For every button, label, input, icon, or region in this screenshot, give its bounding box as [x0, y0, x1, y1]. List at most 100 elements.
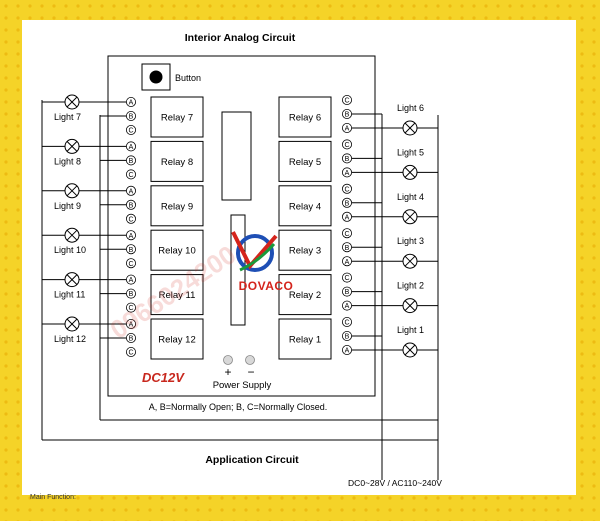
light-label: Light 10: [54, 245, 86, 255]
light-label: Light 8: [54, 156, 81, 166]
supply-wiring: [41, 100, 439, 480]
lamp-icon-cross: [66, 229, 78, 241]
terminal[interactable]: [126, 169, 137, 180]
terminal-label: A: [129, 277, 134, 284]
terminal[interactable]: [341, 228, 352, 239]
terminal-label: B: [345, 112, 350, 119]
terminal[interactable]: [341, 95, 352, 106]
minus-sign: −: [247, 365, 254, 379]
terminal[interactable]: [341, 272, 352, 283]
interior-title: Interior Analog Circuit: [185, 32, 296, 44]
lamp-icon-cross: [404, 122, 416, 134]
terminal-label: C: [128, 128, 133, 135]
footer-partial-text: Main Function:: [30, 494, 76, 501]
relay-label: Relay 7: [161, 113, 193, 124]
terminal-label: B: [345, 245, 350, 252]
terminal-label: A: [129, 188, 134, 195]
terminal-label: A: [345, 214, 350, 221]
terminal[interactable]: [126, 213, 137, 224]
terminal[interactable]: [126, 125, 137, 136]
terminal-label: C: [344, 231, 349, 238]
left-relay-group: Relay 10 ABC Light 10: [42, 227, 204, 271]
terminal-label: C: [128, 261, 133, 268]
terminal-label: B: [129, 158, 134, 165]
lamp-icon-cross: [404, 344, 416, 356]
terminal[interactable]: [341, 139, 352, 150]
terminal-label: A: [345, 170, 350, 177]
left-relay-group: Relay 8 ABC Light 8: [42, 138, 204, 182]
lamp-icon-cross: [66, 96, 78, 108]
terminal-label: A: [129, 144, 134, 151]
light-label: Light 5: [397, 147, 424, 157]
logo-swoosh-icon: [239, 243, 276, 272]
relay-label: Relay 2: [289, 290, 321, 301]
relay-label: Relay 10: [158, 246, 196, 257]
terminal-label: C: [344, 275, 349, 282]
terminal-label: B: [129, 291, 134, 298]
terminal[interactable]: [126, 258, 137, 269]
relay-box: [278, 318, 332, 360]
relay-label: Relay 11: [159, 290, 196, 301]
relay-box: [278, 140, 332, 182]
logo-ring-icon: [236, 234, 274, 272]
relay-box: [150, 140, 204, 182]
lamp-icon-cross: [66, 318, 78, 330]
terminal-label: A: [129, 233, 134, 240]
terminal[interactable]: [126, 302, 137, 313]
lamp-icon-cross: [404, 255, 416, 267]
terminal[interactable]: [126, 346, 137, 357]
relay-label: Relay 8: [161, 157, 193, 168]
supply-label: DC0~28V / AC110~240V: [348, 478, 442, 488]
terminal-label: B: [345, 200, 350, 207]
terminal-label: A: [345, 259, 350, 266]
terminal[interactable]: [341, 316, 352, 327]
light-label: Light 6: [397, 103, 424, 113]
power-plus-terminal[interactable]: [223, 355, 233, 365]
light-label: Light 2: [397, 281, 424, 291]
light-label: Light 12: [54, 334, 86, 344]
terminal-label: B: [345, 289, 350, 296]
terminal-label: A: [345, 303, 350, 310]
relay-box: [150, 185, 204, 227]
voltage-label: DC12V: [142, 370, 185, 385]
central-block-top: [221, 111, 252, 201]
light-label: Light 7: [54, 112, 81, 122]
contact-note: A, B=Normally Open; B, C=Normally Closed…: [149, 402, 328, 412]
relay-label: Relay 12: [158, 335, 196, 346]
terminal-label: B: [129, 247, 134, 254]
right-relay-group: Relay 2 CBA Light 2: [278, 272, 438, 316]
relay-box: [278, 229, 332, 271]
terminal-label: B: [129, 202, 134, 209]
terminal[interactable]: [341, 183, 352, 194]
button-icon[interactable]: [149, 70, 163, 84]
lamp-icon-cross: [404, 300, 416, 311]
terminal-label: C: [128, 172, 133, 179]
terminal-label: C: [128, 350, 133, 357]
left-relay-group: Relay 9 ABC Light 9: [42, 183, 204, 227]
relay-label: Relay 5: [289, 157, 321, 168]
power-minus-terminal[interactable]: [245, 355, 255, 365]
relay-label: Relay 6: [289, 113, 321, 124]
terminal-label: A: [129, 100, 134, 107]
relay-box: [150, 96, 204, 138]
terminal-label: B: [129, 336, 134, 343]
power-supply-label: Power Supply: [213, 380, 272, 391]
plus-sign: +: [224, 365, 231, 379]
lamp-icon-cross: [66, 185, 78, 197]
light-label: Light 9: [54, 201, 81, 211]
terminal-label: C: [128, 216, 133, 223]
light-label: Light 4: [397, 192, 424, 202]
terminal-label: B: [345, 156, 350, 163]
terminal-label: C: [344, 186, 349, 193]
relay-label: Relay 9: [161, 201, 193, 212]
relay-label: Relay 3: [289, 246, 321, 257]
relay-box: [278, 96, 332, 138]
terminal-label: C: [128, 305, 133, 312]
